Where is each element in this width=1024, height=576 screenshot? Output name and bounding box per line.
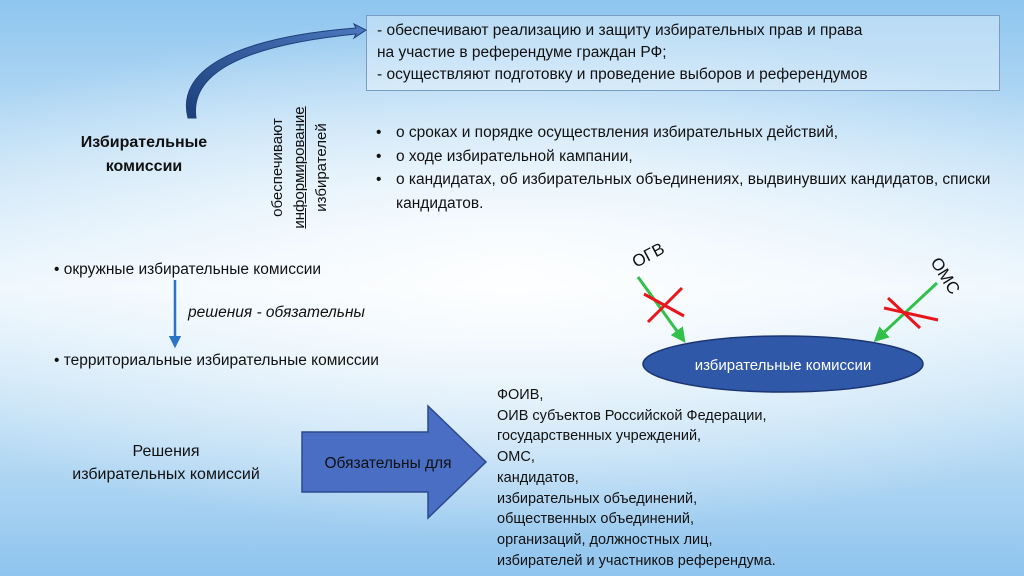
ogv-green-arrow bbox=[636, 276, 686, 343]
list-item: кандидатов, bbox=[497, 469, 579, 486]
list-item: о ходе избирательной кампании, bbox=[372, 145, 992, 169]
bullet: • bbox=[54, 261, 64, 278]
decisions-line-1: Решения bbox=[132, 443, 200, 460]
list-item: избирательных объединений, bbox=[497, 490, 698, 507]
decisions-of-commissions-label: Решения избирательных комиссий bbox=[40, 440, 292, 486]
informing-list: о сроках и порядке осуществления избират… bbox=[372, 121, 992, 215]
list-item: о кандидатах, об избирательных объединен… bbox=[372, 168, 992, 215]
list-item: ОМС, bbox=[497, 449, 535, 466]
decisions-line-2: избирательных комиссий bbox=[72, 466, 260, 483]
oms-green-arrow bbox=[873, 281, 939, 343]
top-box-line-2: на участие в референдуме граждан РФ; bbox=[377, 44, 667, 61]
oms-red-cross-icon bbox=[883, 296, 939, 330]
list-item: общественных объединений, bbox=[497, 511, 694, 528]
top-box-line-1: - обеспечивают реализацию и защиту избир… bbox=[377, 22, 863, 39]
list-item: организаций, должностных лиц, bbox=[497, 531, 713, 548]
territorial-commissions-label: территориальные избирательные комиссии bbox=[63, 352, 379, 369]
curved-arrow bbox=[186, 22, 367, 119]
bullet: • bbox=[54, 352, 64, 369]
ellipse-label: избирательные комиссии bbox=[695, 357, 872, 374]
list-item: ОИВ субъектов Российской Федерации, bbox=[497, 407, 767, 424]
top-box-line-3: - осуществляют подготовку и проведение в… bbox=[377, 66, 868, 83]
district-commissions-label: окружные избирательные комиссии bbox=[63, 261, 322, 278]
commission-title-line-1: Избирательные bbox=[80, 134, 208, 151]
list-item: государственных учреждений, bbox=[497, 428, 702, 445]
ogv-label: ОГВ bbox=[629, 239, 668, 272]
big-arrow-label: Обязательны для bbox=[324, 455, 451, 472]
list-item: о сроках и порядке осуществления избират… bbox=[372, 121, 992, 145]
decisions-binding-label: решения - обязательны bbox=[188, 304, 365, 321]
territorial-commissions-item: • территориальные избирательные комиссии bbox=[54, 350, 379, 372]
district-commissions-item: • окружные избирательные комиссии bbox=[54, 259, 321, 281]
list-item: избирателей и участников референдума. bbox=[497, 552, 776, 569]
ogv-red-cross-icon bbox=[643, 286, 685, 324]
big-right-arrow bbox=[301, 404, 488, 520]
obliged-parties-list: ФОИВ, ОИВ субъектов Российской Федерации… bbox=[497, 385, 776, 571]
commission-title: Избирательные комиссии bbox=[60, 131, 228, 179]
oms-label: ОМС bbox=[927, 254, 964, 298]
top-functions-box: - обеспечивают реализацию и защиту избир… bbox=[366, 15, 1000, 91]
commission-title-line-2: комиссии bbox=[105, 158, 183, 175]
commissions-ellipse bbox=[642, 335, 924, 393]
list-item: ФОИВ, bbox=[497, 387, 544, 403]
